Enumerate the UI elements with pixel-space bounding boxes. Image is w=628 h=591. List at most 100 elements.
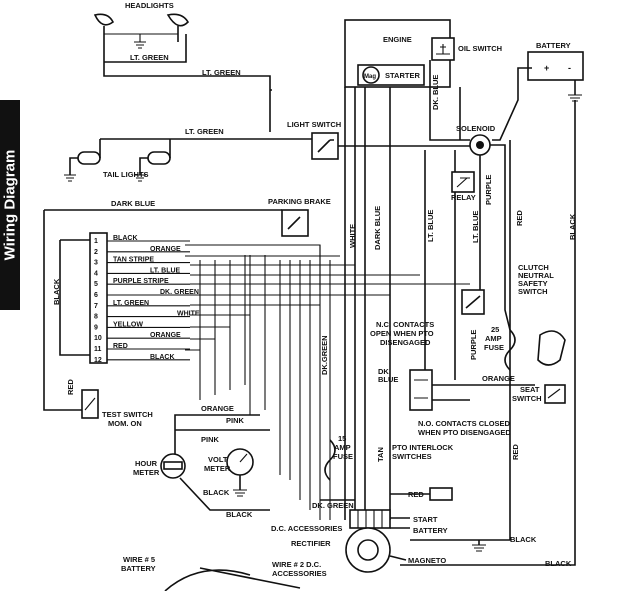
pto-switch-icon <box>414 379 428 399</box>
wire-label-red-lower-right: RED <box>511 444 520 460</box>
wire-label-dark-blue-vertical: DARK BLUE <box>373 206 382 250</box>
connector-wire-label: TAN STRIPE <box>113 257 154 264</box>
parking-brake-icon <box>287 216 301 230</box>
headlights-label: HEADLIGHTS <box>125 1 174 10</box>
hour-meter-label-2: METER <box>133 468 160 477</box>
tail-light-left-icon <box>77 151 101 165</box>
wire-label-dk-blue-oil: DK. BLUE <box>431 75 440 110</box>
connector-pin-7: 7 <box>94 303 98 310</box>
seat-icon <box>537 330 566 366</box>
no-contacts-2: WHEN PTO DISENGAGED <box>418 428 511 437</box>
wire2-label-2: ACCESSORIES <box>272 569 327 578</box>
light-switch-icon <box>317 139 334 153</box>
relay-icon <box>456 177 470 188</box>
clutch-label-3: SAFETY <box>518 279 548 288</box>
wire-label-red-bottom: RED <box>408 490 424 499</box>
rectifier-box <box>349 509 391 529</box>
wire-label-black-bottom-2: BLACK <box>545 559 572 568</box>
battery-minus: - <box>568 63 571 73</box>
volt-meter-label-1: VOLT <box>208 455 228 464</box>
volt-meter-label-2: METER <box>204 464 231 473</box>
start-label: START <box>413 515 438 524</box>
battery-box <box>527 51 584 81</box>
rectifier-label: RECTIFIER <box>291 539 331 548</box>
fuse25-label-1: 25 <box>491 325 499 334</box>
ground-symbol <box>104 33 178 49</box>
tail-ground-icon <box>64 174 146 182</box>
nc-contacts-2: OPEN WHEN PTO <box>370 329 434 338</box>
oil-switch-icon <box>436 44 450 55</box>
oil-switch-label: OIL SWITCH <box>458 44 502 53</box>
wire-label-dark-blue-left: DARK BLUE <box>111 199 155 208</box>
connector-pin-2: 2 <box>94 249 98 256</box>
sidebar-title-tab: Wiring Diagram <box>0 100 20 310</box>
test-switch-label-1: TEST SWITCH <box>102 410 153 419</box>
bottom-ground-icon <box>472 544 486 552</box>
wire-label-lt-green-top: LT. GREEN <box>202 68 241 77</box>
wire-label-black-meter-2: BLACK <box>226 510 253 519</box>
wire-label-black-bottom-1: BLACK <box>510 535 537 544</box>
wire-label-dk-green-bottom: DK. GREEN <box>312 501 354 510</box>
wire-label-dk-blue-pto-2: BLUE <box>378 375 398 384</box>
solenoid-label: SOLENOID <box>456 124 496 133</box>
fuse25-label-2: AMP <box>485 334 502 343</box>
connector-pin-6: 6 <box>94 292 98 299</box>
magneto-label: MAGNETO <box>408 556 446 565</box>
no-contacts-1: N.O. CONTACTS CLOSED <box>418 419 511 428</box>
engine-label: ENGINE <box>383 35 412 44</box>
meter-ground-icon <box>233 489 247 497</box>
wire-label-white-vertical: WHITE <box>348 224 357 248</box>
tail-lights-label: TAIL LIGHTS <box>103 170 149 179</box>
dc-accessories-label: D.C. ACCESSORIES <box>271 524 342 533</box>
headlight-left-icon <box>93 13 115 26</box>
battery-plus: + <box>544 63 549 73</box>
wire-label-lt-green-headlights: LT. GREEN <box>130 53 169 62</box>
wire-label-black-meter: BLACK <box>203 488 230 497</box>
red-connector-box <box>429 487 453 501</box>
connector-wire-label: ORANGE <box>150 332 181 339</box>
fuse-15-icon <box>324 439 336 481</box>
connector-wire-label: ORANGE <box>150 246 181 253</box>
light-switch-label: LIGHT SWITCH <box>287 120 341 129</box>
wire-label-orange-pto: ORANGE <box>482 374 515 383</box>
wire-label-dk-green-vertical: DK.GREEN <box>320 335 329 375</box>
clutch-label-2: NEUTRAL <box>518 271 554 280</box>
connector-pin-5: 5 <box>94 281 98 288</box>
wire-label-pink-meter-2: PINK <box>201 435 220 444</box>
hour-meter-label-1: HOUR <box>135 459 158 468</box>
connector-wire-label: BLACK <box>150 354 175 361</box>
connector-pin-11: 11 <box>94 346 102 353</box>
connector-pin-9: 9 <box>94 324 98 331</box>
clutch-label-4: SWITCH <box>518 287 548 296</box>
wire5-label-1: WIRE # 5 <box>123 555 155 564</box>
seat-switch-icon <box>547 388 561 399</box>
connector-pin-10: 10 <box>94 335 102 342</box>
connector-wire-label: WHITE <box>177 311 200 318</box>
nc-contacts-1: N.C. CONTACTS <box>376 320 434 329</box>
wire-label-red-right: RED <box>515 210 524 226</box>
parking-brake-label: PARKING BRAKE <box>268 197 331 206</box>
connector-pin-3: 3 <box>94 260 98 267</box>
seat-switch-label-2: SWITCH <box>512 394 542 403</box>
fuse25-label-3: FUSE <box>484 343 504 352</box>
wire2-label-1: WIRE # 2 D.C. <box>272 560 321 569</box>
fuse15-label-2: AMP <box>334 443 351 452</box>
test-switch-icon <box>84 397 96 411</box>
starter-label: STARTER <box>385 71 420 80</box>
fuse15-label-1: 15 <box>338 434 346 443</box>
fuse-25-icon <box>504 329 516 371</box>
tail-light-right-icon <box>147 151 171 165</box>
wire-label-lt-blue-vertical-2: LT. BLUE <box>471 211 480 243</box>
bottom-magneto-arc <box>164 567 301 591</box>
wire-label-purple-solenoid: PURPLE <box>484 175 493 205</box>
pto-interlock-1: PTO INTERLOCK <box>392 443 454 452</box>
connector-pin-4: 4 <box>94 270 98 277</box>
connector-wire-label: RED <box>113 343 128 350</box>
headlights <box>93 13 272 132</box>
wire-label-lt-blue-vertical-1: LT. BLUE <box>426 210 435 242</box>
mag-label: Mag <box>364 74 376 80</box>
wire-label-dk-blue-pto-1: DK. <box>378 367 391 376</box>
pto-interlock-box <box>409 369 433 411</box>
harness-connector <box>89 232 108 364</box>
